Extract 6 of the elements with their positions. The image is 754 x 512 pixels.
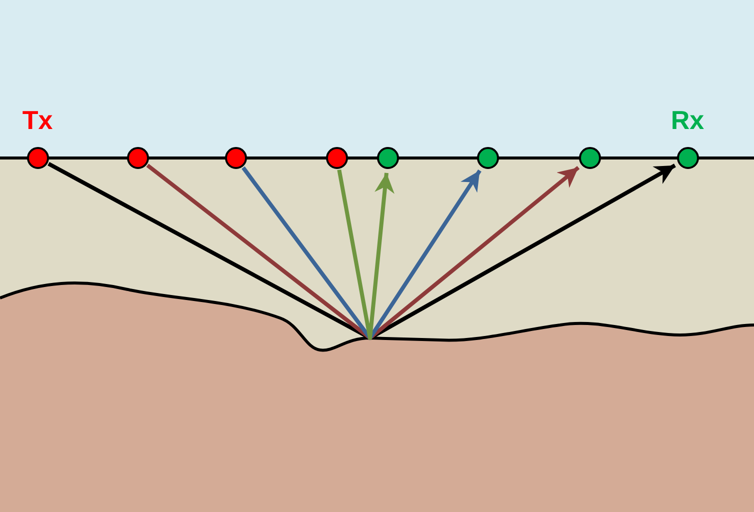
receiver-label: Rx [670, 104, 704, 136]
ray-path [337, 169, 394, 340]
ray-path [48, 162, 676, 340]
ray-path [242, 166, 482, 340]
ray-path [146, 164, 580, 340]
transmitter-label: Tx [22, 104, 53, 136]
